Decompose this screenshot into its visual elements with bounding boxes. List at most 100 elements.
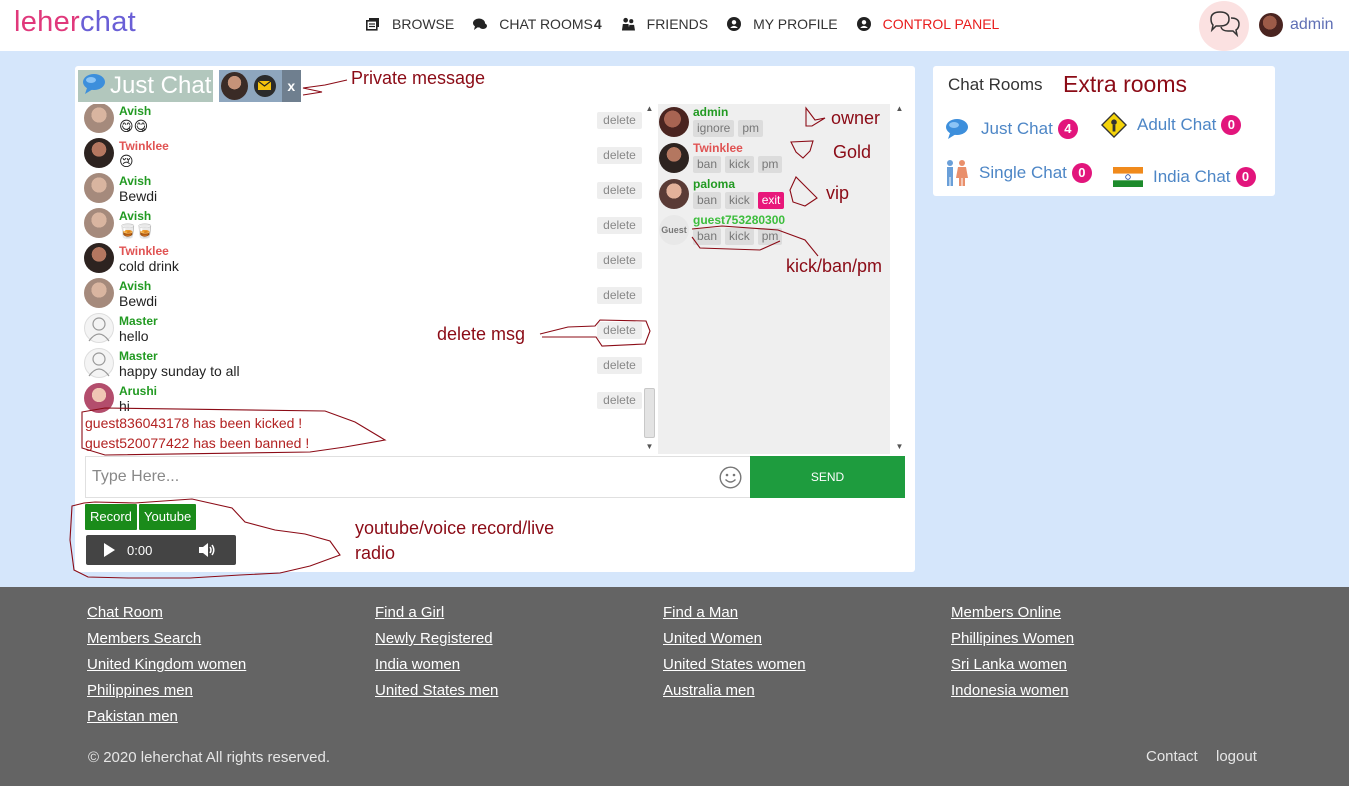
- delete-button[interactable]: delete: [597, 252, 642, 269]
- room-link-just-chat[interactable]: Just Chat 4: [945, 116, 1078, 142]
- message-input[interactable]: [92, 466, 702, 488]
- pm-mail-button[interactable]: [254, 75, 276, 97]
- volume-icon[interactable]: [199, 543, 216, 557]
- footer-link[interactable]: United Kingdom women: [87, 656, 247, 673]
- chat-bubble-button[interactable]: [1199, 1, 1249, 51]
- footer-link[interactable]: Find a Girl: [375, 604, 445, 621]
- delete-button[interactable]: delete: [597, 322, 642, 339]
- message-username[interactable]: Avish: [119, 104, 152, 118]
- ignore-button[interactable]: ignore: [693, 120, 735, 137]
- avatar[interactable]: Guest: [659, 215, 689, 245]
- avatar[interactable]: [84, 383, 114, 413]
- footer-link[interactable]: Australia men: [663, 682, 755, 699]
- record-button[interactable]: Record: [85, 504, 137, 530]
- footer-link[interactable]: Indonesia women: [951, 682, 1069, 699]
- message-username[interactable]: Arushi: [119, 384, 158, 398]
- user-list-name[interactable]: paloma: [693, 177, 736, 191]
- delete-button[interactable]: delete: [597, 147, 642, 164]
- footer-link[interactable]: Find a Man: [663, 604, 739, 621]
- user-list-name[interactable]: admin: [693, 105, 729, 119]
- room-link-single-chat[interactable]: Single Chat 0: [943, 160, 1092, 186]
- avatar[interactable]: [84, 104, 114, 133]
- pm-close-button[interactable]: x: [281, 70, 301, 102]
- avatar[interactable]: [84, 138, 114, 168]
- avatar[interactable]: [659, 179, 689, 209]
- kick-button[interactable]: kick: [725, 228, 754, 245]
- nav-my-profile[interactable]: MY PROFILE: [727, 16, 838, 32]
- youtube-button[interactable]: Youtube: [139, 504, 197, 530]
- delete-button[interactable]: delete: [597, 217, 642, 234]
- message-username[interactable]: Twinklee: [119, 139, 169, 153]
- user-list-item[interactable]: Twinklee ban kick pm: [658, 140, 888, 176]
- footer-link[interactable]: United States men: [375, 682, 499, 699]
- avatar[interactable]: [659, 107, 689, 137]
- delete-button[interactable]: delete: [597, 357, 642, 374]
- delete-button[interactable]: delete: [597, 392, 642, 409]
- avatar[interactable]: [659, 143, 689, 173]
- ban-button[interactable]: ban: [693, 192, 722, 209]
- ban-button[interactable]: ban: [693, 228, 722, 245]
- pm-button[interactable]: pm: [738, 120, 764, 137]
- pm-button[interactable]: pm: [757, 156, 783, 173]
- nav-browse[interactable]: BROWSE: [366, 16, 454, 32]
- play-icon[interactable]: [104, 543, 115, 557]
- kick-button[interactable]: kick: [725, 192, 754, 209]
- message-username[interactable]: Avish: [119, 279, 152, 293]
- footer-link[interactable]: Sri Lanka women: [951, 656, 1067, 673]
- footer-link[interactable]: Members Search: [87, 630, 202, 647]
- message-username[interactable]: Avish: [119, 209, 152, 223]
- user-list-name[interactable]: Twinklee: [693, 141, 743, 155]
- delete-button[interactable]: delete: [597, 112, 642, 129]
- room-tab-just-chat[interactable]: Just Chat: [78, 70, 213, 102]
- footer-link[interactable]: United Women: [663, 630, 762, 647]
- private-message-tab[interactable]: x: [219, 70, 301, 102]
- avatar[interactable]: [84, 278, 114, 308]
- logout-link[interactable]: logout: [1216, 748, 1257, 765]
- avatar[interactable]: [84, 208, 114, 238]
- footer-link[interactable]: Philippines men: [87, 682, 193, 699]
- message-username[interactable]: Master: [119, 349, 158, 363]
- user-list-scrollbar[interactable]: ▲ ▼: [893, 104, 905, 454]
- footer-link[interactable]: United States women: [663, 656, 806, 673]
- footer-link[interactable]: Pakistan men: [87, 708, 178, 725]
- scroll-down-icon[interactable]: ▼: [895, 442, 904, 451]
- scroll-up-icon[interactable]: ▲: [645, 104, 654, 113]
- delete-button[interactable]: delete: [597, 287, 642, 304]
- scroll-thumb[interactable]: [644, 388, 655, 438]
- avatar[interactable]: [84, 243, 114, 273]
- avatar[interactable]: [84, 348, 114, 378]
- room-link-india-chat[interactable]: India Chat 0: [1113, 164, 1256, 190]
- exit-button[interactable]: exit: [757, 192, 785, 209]
- message-username[interactable]: Master: [119, 314, 158, 328]
- message-username[interactable]: Twinklee: [119, 244, 169, 258]
- user-list-name[interactable]: guest753280300: [693, 213, 786, 227]
- footer-link[interactable]: Chat Room: [87, 604, 163, 621]
- send-button[interactable]: SEND: [750, 456, 905, 498]
- contact-link[interactable]: Contact: [1146, 748, 1198, 765]
- ban-button[interactable]: ban: [693, 156, 722, 173]
- avatar[interactable]: [84, 173, 114, 203]
- message-username[interactable]: Avish: [119, 174, 152, 188]
- scroll-up-icon[interactable]: ▲: [895, 104, 904, 113]
- emoji-icon[interactable]: [719, 466, 742, 494]
- footer-link[interactable]: Members Online: [951, 604, 1062, 621]
- scroll-down-icon[interactable]: ▼: [645, 442, 654, 451]
- avatar[interactable]: [84, 313, 114, 343]
- user-menu[interactable]: admin: [1259, 13, 1334, 37]
- site-logo[interactable]: leherchat: [14, 6, 136, 39]
- footer-link[interactable]: Phillipines Women: [951, 630, 1075, 647]
- user-list-item[interactable]: Guest guest753280300 ban kick pm: [658, 212, 888, 248]
- room-link-adult-chat[interactable]: Adult Chat 0: [1101, 111, 1242, 139]
- kick-button[interactable]: kick: [725, 156, 754, 173]
- user-list-item[interactable]: paloma ban kick exit: [658, 176, 888, 212]
- composer: [85, 456, 751, 498]
- nav-control-panel[interactable]: CONTROL PANEL: [856, 16, 999, 32]
- user-list-item[interactable]: admin ignore pm: [658, 104, 888, 140]
- nav-friends[interactable]: FRIENDS: [621, 16, 708, 32]
- message-scrollbar[interactable]: ▲ ▼: [643, 104, 656, 454]
- footer-link[interactable]: Newly Registered: [375, 630, 493, 647]
- footer-link[interactable]: India women: [375, 656, 461, 673]
- delete-button[interactable]: delete: [597, 182, 642, 199]
- pm-button[interactable]: pm: [757, 228, 783, 245]
